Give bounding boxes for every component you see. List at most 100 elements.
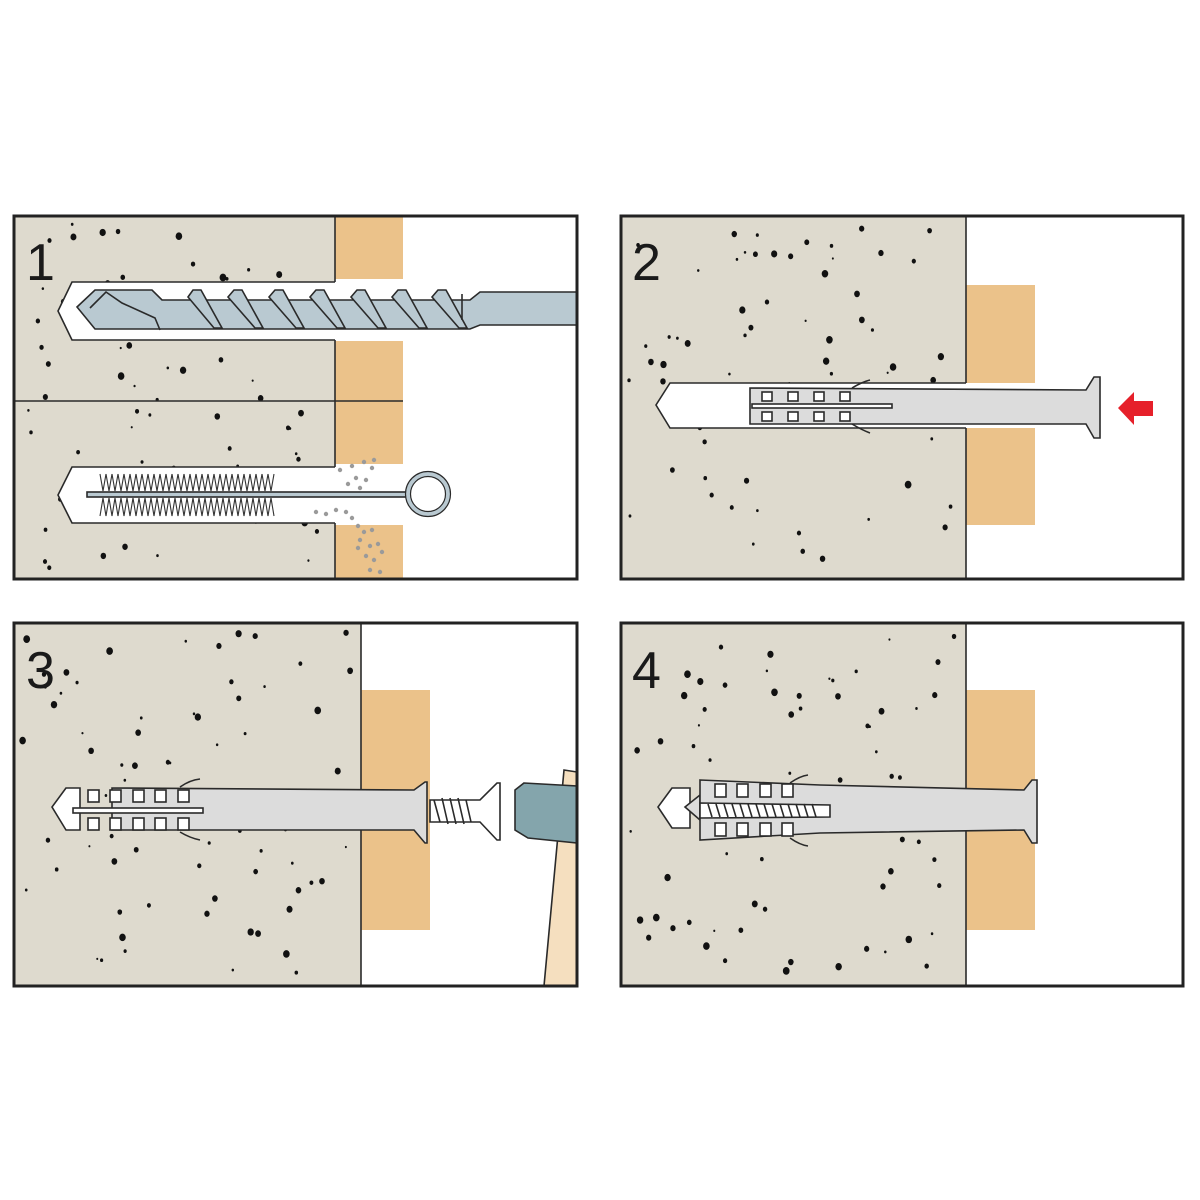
aggregate-dot [115, 228, 121, 235]
aggregate-dot [888, 638, 891, 641]
aggregate-dot [930, 376, 936, 384]
cleaning-brush [86, 470, 452, 518]
aggregate-dot [96, 957, 99, 961]
aggregate-dot [628, 514, 632, 518]
aggregate-dot [216, 642, 222, 650]
dust-particle [355, 545, 361, 551]
panel-frame [12, 214, 579, 581]
aggregate-dot [192, 712, 196, 716]
dust-particle [363, 477, 369, 483]
aggregate-dot [702, 707, 707, 712]
aggregate-dot [42, 394, 48, 400]
aggregate-dot [935, 659, 941, 665]
aggregate-dot [822, 357, 830, 365]
aggregate-dot [644, 344, 648, 348]
aggregate-dot [646, 934, 652, 941]
aggregate-dot [743, 333, 747, 338]
aggregate-dot [670, 925, 676, 932]
aggregate-dot [133, 384, 136, 388]
hammer [514, 769, 578, 987]
aggregate-dot [831, 678, 835, 683]
aggregate-dot [236, 695, 242, 702]
aggregate-dot [319, 877, 325, 885]
concrete-aggregate-dots [27, 222, 320, 571]
aggregate-dot [255, 930, 261, 937]
aggregate-dot [334, 767, 341, 775]
aggregate-dot [796, 530, 802, 536]
aggregate-dot [344, 845, 347, 849]
aggregate-dot [307, 559, 310, 562]
aggregate-dot [782, 966, 790, 975]
aggregate-dot [235, 630, 242, 638]
aggregate-dot [627, 378, 631, 383]
aggregate-dot [165, 759, 171, 765]
aggregate-dot [932, 857, 937, 863]
aggregate-dot [175, 232, 183, 241]
aggregate-dot [864, 945, 870, 952]
dust-particle [313, 509, 319, 515]
aggregate-dot [119, 346, 122, 350]
aggregate-dot [771, 250, 778, 258]
aggregate-dot [179, 366, 187, 374]
drill-dust [313, 457, 385, 575]
aggregate-dot [27, 408, 30, 412]
dust-particle [349, 515, 355, 521]
dust-particle [333, 507, 339, 513]
dust-particle [367, 567, 373, 573]
aggregate-dot [120, 274, 126, 280]
aggregate-dot [634, 747, 640, 754]
aggregate-dot [829, 371, 834, 376]
aggregate-dot [214, 413, 221, 420]
aggregate-dot [804, 239, 810, 246]
aggregate-dot [45, 837, 51, 843]
aggregate-dot [247, 928, 254, 936]
aggregate-dot [41, 671, 47, 677]
panel-frame [12, 621, 579, 988]
aggregate-dot [924, 963, 929, 969]
panel-frame [619, 621, 1185, 988]
aggregate-dot [276, 271, 283, 278]
aggregate-dot [728, 372, 731, 376]
aggregate-dot [133, 846, 139, 853]
aggregate-dot [247, 267, 251, 272]
aggregate-dot [703, 476, 708, 481]
aggregate-dot [897, 775, 902, 780]
aggregate-dot [314, 529, 320, 534]
aggregate-dot [42, 559, 48, 564]
aggregate-dot [829, 243, 834, 248]
aggregate-dot [290, 861, 294, 865]
aggregate-dot [937, 353, 945, 361]
aggregate-dot [29, 430, 33, 435]
aggregate-dot [669, 467, 675, 473]
concrete-aggregate-dots [19, 629, 354, 975]
dust-particle [361, 459, 367, 465]
aggregate-dot [218, 357, 224, 363]
aggregate-dot [703, 942, 710, 950]
step-1-panel: 1 [12, 214, 579, 581]
aggregate-dot [874, 750, 878, 754]
dust-particle [361, 529, 367, 535]
dust-particle [323, 511, 329, 517]
aggregate-dot [865, 723, 870, 729]
aggregate-dot [878, 249, 884, 257]
aggregate-dot [765, 669, 769, 673]
aggregate-dot [798, 706, 803, 711]
aggregate-dot [135, 729, 141, 736]
dust-particle [355, 523, 361, 529]
aggregate-dot [697, 724, 700, 727]
aggregate-dot [111, 858, 118, 865]
aggregate-dot [314, 706, 322, 715]
aggregate-dot [831, 257, 834, 260]
aggregate-dot [660, 360, 667, 369]
aggregate-dot [870, 328, 874, 332]
aggregate-dot [23, 635, 31, 644]
step-number: 3 [26, 642, 55, 700]
step-3-panel: 3 [12, 621, 579, 988]
aggregate-dot [88, 845, 91, 848]
aggregate-dot [858, 316, 865, 324]
aggregate-dot [194, 713, 202, 721]
aggregate-dot [156, 554, 159, 558]
aggregate-dot [804, 319, 807, 323]
dust-particle [369, 527, 375, 533]
aggregate-dot [251, 379, 254, 382]
